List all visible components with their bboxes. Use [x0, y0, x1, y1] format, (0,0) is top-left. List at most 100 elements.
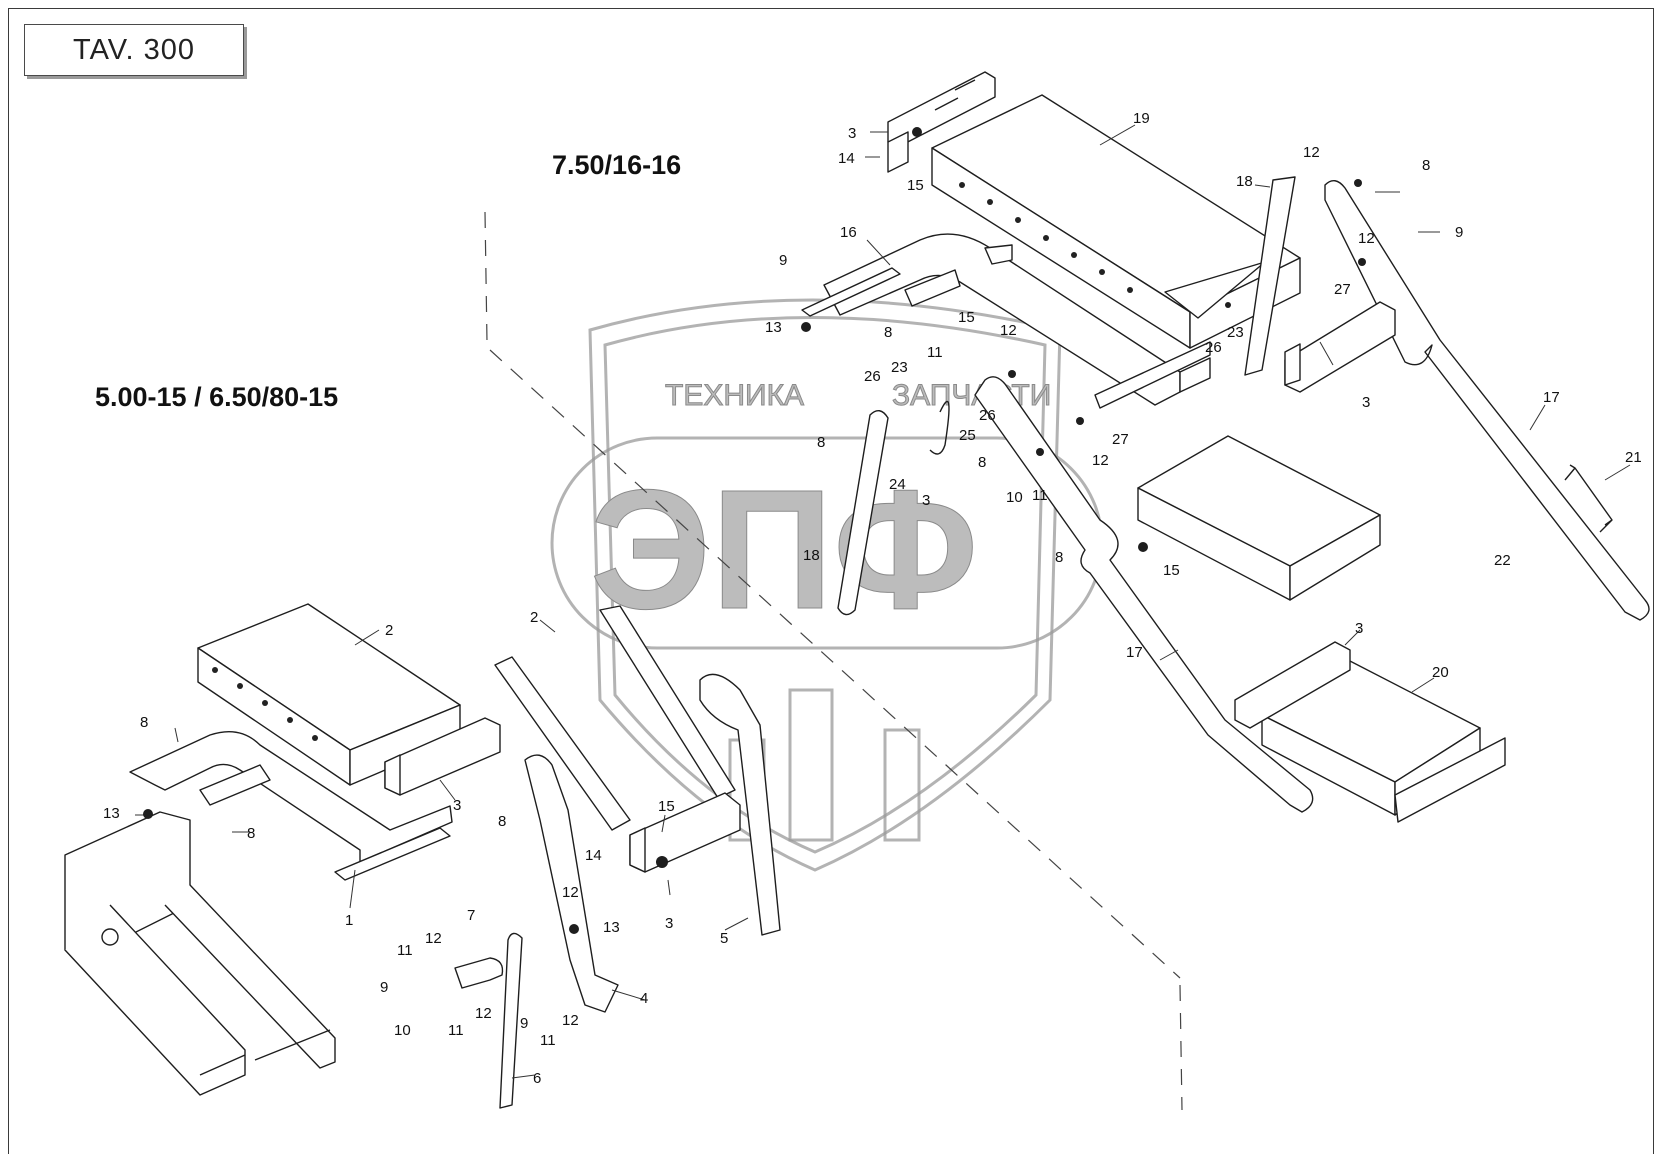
callout-8: 8	[1422, 157, 1430, 174]
callout-15: 15	[658, 798, 675, 815]
part-20-channel-upper	[1137, 435, 1381, 601]
callout-26: 26	[864, 368, 881, 385]
watermark-logo-text: ЭПФ	[590, 455, 978, 645]
watermark-line2: ЗАПЧАСТИ	[892, 379, 1051, 412]
callout-9: 9	[380, 979, 388, 996]
callout-8: 8	[498, 813, 506, 830]
callout-21: 21	[1625, 449, 1642, 466]
part-17-bar-lower	[974, 376, 1314, 813]
callout-labels: 1 2 2 3 3 3 3 3 3 4 5 6 7 8 8 8 8 8 8 8 …	[103, 110, 1642, 1087]
callout-15: 15	[958, 309, 975, 326]
callout-13: 13	[103, 805, 120, 822]
callout-8: 8	[1055, 549, 1063, 566]
callout-12: 12	[475, 1005, 492, 1022]
part-1-frame-left	[129, 731, 453, 881]
callout-15: 15	[907, 177, 924, 194]
callout-8: 8	[884, 324, 892, 341]
callout-12: 12	[1303, 144, 1320, 161]
part-2-channel-center	[494, 605, 736, 831]
callout-13: 13	[603, 919, 620, 936]
callout-10: 10	[394, 1022, 411, 1039]
part-20-channel-lower	[1234, 641, 1506, 823]
callout-3: 3	[1355, 620, 1363, 637]
callout-12: 12	[1092, 452, 1109, 469]
callout-8: 8	[140, 714, 148, 731]
drawing-frame	[8, 8, 1654, 1154]
callout-20: 20	[1432, 664, 1449, 681]
callout-22: 22	[1494, 552, 1511, 569]
callout-25: 25	[959, 427, 976, 444]
callout-15: 15	[1163, 562, 1180, 579]
part-2-channel-left	[197, 603, 461, 786]
callout-16: 16	[840, 224, 857, 241]
callout-9: 9	[1455, 224, 1463, 241]
variant-label-small-tyre: 5.00-15 / 6.50/80-15	[95, 382, 339, 412]
axis-lines	[484, 211, 1183, 1111]
part-3-bracket-center	[629, 792, 741, 873]
callout-4: 4	[640, 990, 648, 1007]
callout-26: 26	[1205, 339, 1222, 356]
part-18-strap-right	[1244, 176, 1296, 376]
callout-18: 18	[803, 547, 820, 564]
callout-11: 11	[540, 1032, 556, 1049]
fastener-markers	[143, 127, 1366, 934]
part-5-strap	[699, 673, 781, 936]
callout-12: 12	[1358, 230, 1375, 247]
chassis-frame-left	[64, 811, 336, 1096]
callout-3: 3	[922, 492, 930, 509]
callout-13: 13	[765, 319, 782, 336]
callout-9: 9	[520, 1015, 528, 1032]
callout-12: 12	[425, 930, 442, 947]
callout-11: 11	[927, 344, 943, 361]
callout-24: 24	[889, 476, 906, 493]
watermark-line1: ТЕХНИКА	[665, 379, 804, 412]
callout-10: 10	[1006, 489, 1023, 506]
callout-3: 3	[665, 915, 673, 932]
callout-19: 19	[1133, 110, 1150, 127]
callout-14: 14	[585, 847, 602, 864]
part-21-handle	[1564, 464, 1613, 533]
callout-3: 3	[1362, 394, 1370, 411]
callout-8: 8	[247, 825, 255, 842]
callout-26: 26	[979, 407, 996, 424]
part-3-hook-center	[929, 400, 950, 455]
part-7-clamp	[454, 957, 504, 989]
part-19-channel	[931, 94, 1301, 349]
part-17-bar-upper	[1324, 180, 1650, 621]
part-3-bracket-left	[384, 717, 501, 796]
callout-17: 17	[1543, 389, 1560, 406]
callout-27: 27	[1334, 281, 1351, 298]
part-16-frame-top	[801, 233, 1211, 409]
callout-11: 11	[397, 942, 413, 959]
callout-23: 23	[891, 359, 908, 376]
callout-27: 27	[1112, 431, 1129, 448]
part-3-bracket-mid-right	[1284, 301, 1396, 393]
leader-lines	[135, 124, 1631, 1079]
callout-23: 23	[1227, 324, 1244, 341]
variant-label-large-tyre: 7.50/16-16	[552, 150, 682, 180]
callout-8: 8	[817, 434, 825, 451]
callout-18: 18	[1236, 173, 1253, 190]
table-label-box: TAV. 300	[24, 24, 244, 76]
callout-8: 8	[978, 454, 986, 471]
part-6-strap	[499, 932, 523, 1109]
callout-11: 11	[448, 1022, 464, 1039]
callout-17: 17	[1126, 644, 1143, 661]
callout-12: 12	[1000, 322, 1017, 339]
callout-14: 14	[838, 150, 855, 167]
callout-7: 7	[467, 907, 475, 924]
callout-12: 12	[562, 884, 579, 901]
callout-6: 6	[533, 1070, 541, 1087]
callout-12: 12	[562, 1012, 579, 1029]
part-18-strap-center	[837, 410, 889, 616]
part-4-strap	[524, 754, 619, 1013]
watermark-logo: ТЕХНИКА ЗАПЧАСТИ ЭПФ	[550, 298, 1104, 872]
callout-1: 1	[345, 912, 353, 929]
callout-9: 9	[779, 252, 787, 269]
callout-11: 11	[1032, 487, 1048, 504]
callout-2: 2	[530, 609, 538, 626]
callout-2: 2	[385, 622, 393, 639]
callout-5: 5	[720, 930, 728, 947]
callout-3: 3	[848, 125, 856, 142]
